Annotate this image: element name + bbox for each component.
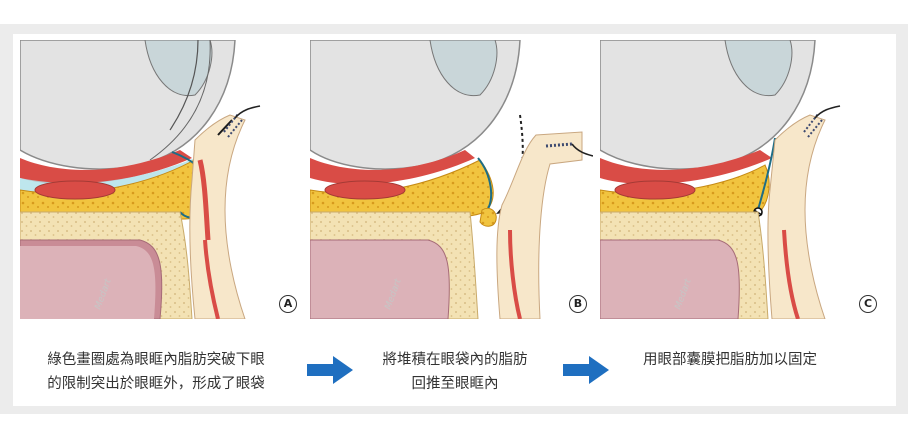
arrow-right-icon (563, 356, 609, 384)
arrow-right-icon (307, 356, 353, 384)
panel-label-c: C (859, 295, 877, 313)
caption-b-line-2: 回推至眼眶內 (411, 376, 499, 392)
caption-a: 綠色畫圈處為眼眶內脂肪突破下眼 的限制突出於眼眶外，形成了眼袋 (22, 348, 290, 396)
caption-b: 將堆積在眼袋內的脂肪 回推至眼眶內 (360, 348, 550, 396)
figure-c: Medart C (600, 40, 883, 319)
figure-a: Medart A (20, 40, 303, 319)
panel-label-a: A (279, 295, 297, 313)
caption-a-line-1: 綠色畫圈處為眼眶內脂肪突破下眼 (47, 352, 265, 368)
caption-c-line-1: 用眼部囊膜把脂肪加以固定 (643, 352, 817, 368)
caption-c: 用眼部囊膜把脂肪加以固定 (620, 348, 840, 372)
panel-label-b: B (569, 295, 587, 313)
figure-b: Medart B (310, 40, 593, 319)
caption-a-line-2: 的限制突出於眼眶外，形成了眼袋 (47, 376, 265, 392)
caption-b-line-1: 將堆積在眼袋內的脂肪 (382, 352, 528, 368)
